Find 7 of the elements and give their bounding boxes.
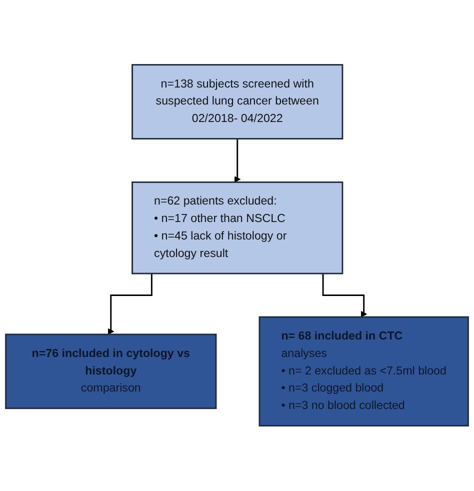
arrow [234,138,241,183]
node-box: n=138 subjects screened with suspected lung cancer between 02/2018- 04/2022 [132,64,344,140]
node-box: n=76 included in cytology vs histology comparison [5,334,217,410]
node-box: n= 68 included in CTC analyses • n= 2 excluded as <7.5ml blood • n=3 clogged blood • n=3 no blood collected [258,316,469,427]
arrow [322,274,368,318]
arrow [108,274,152,335]
node-box: n=62 patients excluded: • n=17 other than NSCLC • n=45 lack of histology or cytology result [132,182,344,274]
